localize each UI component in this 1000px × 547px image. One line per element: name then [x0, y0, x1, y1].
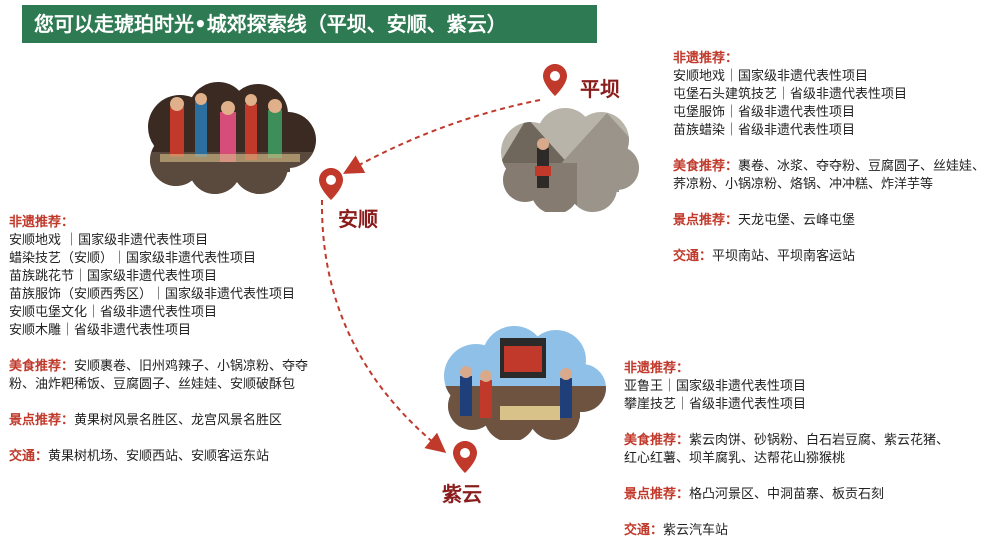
heritage-item: 苗族蜡染｜省级非遗代表性项目	[673, 123, 856, 138]
traffic-heading: 交通：	[673, 249, 713, 264]
anshun-photo	[148, 82, 316, 194]
heritage-item: 安顺地戏｜国家级非遗代表性项目	[673, 69, 869, 84]
food-text: 粉、油炸粑稀饭、豆腐圆子、丝娃娃、安顺破酥包	[9, 377, 296, 392]
heritage-item: 苗族服饰（安顺西秀区）｜国家级非遗代表性项目	[9, 287, 296, 302]
heritage-item: 蜡染技艺（安顺）｜国家级非遗代表性项目	[9, 251, 257, 266]
location-pin-icon	[453, 441, 477, 473]
pingba-photo	[501, 108, 639, 212]
scenic-heading: 景点推荐：	[673, 213, 739, 228]
scenic-text: 天龙屯堡、云峰屯堡	[738, 213, 856, 228]
heritage-heading: 非遗推荐：	[624, 361, 690, 376]
heritage-item: 苗族跳花节｜国家级非遗代表性项目	[9, 269, 218, 284]
anshun-info-panel: 非遗推荐： 安顺地戏 ｜国家级非遗代表性项目 蜡染技艺（安顺）｜国家级非遗代表性…	[9, 214, 308, 466]
food-heading: 美食推荐：	[673, 159, 739, 174]
route-arrow-pingba-to-anshun	[343, 99, 541, 174]
heritage-heading: 非遗推荐：	[9, 215, 75, 230]
place-name-anshun: 安顺	[338, 207, 378, 231]
ziyun-photo	[444, 326, 606, 440]
location-pin-icon	[319, 168, 343, 200]
heritage-item: 安顺地戏 ｜国家级非遗代表性项目	[9, 233, 209, 248]
scenic-heading: 景点推荐：	[624, 487, 690, 502]
place-name-pingba: 平坝	[580, 77, 620, 101]
ziyun-info-panel: 非遗推荐： 亚鲁王｜国家级非遗代表性项目 攀崖技艺｜省级非遗代表性项目 美食推荐…	[624, 360, 949, 540]
food-heading: 美食推荐：	[624, 433, 690, 448]
heritage-item: 安顺屯堡文化｜省级非遗代表性项目	[9, 305, 218, 320]
heritage-heading: 非遗推荐：	[673, 51, 739, 66]
food-text: 裹卷、冰浆、夺夺粉、豆腐圆子、丝娃娃、	[738, 159, 986, 174]
scenic-text: 格凸河景区、中洞苗寨、板贡石刻	[689, 487, 885, 502]
traffic-heading: 交通：	[624, 523, 664, 538]
traffic-heading: 交通：	[9, 449, 49, 464]
traffic-text: 平坝南站、平坝南客运站	[712, 249, 856, 264]
food-text: 荞凉粉、小锅凉粉、烙锅、冲冲糕、炸洋芋等	[673, 177, 934, 192]
food-text: 紫云肉饼、砂锅粉、白石岩豆腐、紫云花猪、	[689, 433, 950, 448]
heritage-item: 攀崖技艺｜省级非遗代表性项目	[624, 397, 807, 412]
scenic-text: 黄果树风景名胜区、龙宫风景名胜区	[74, 413, 283, 428]
scenic-heading: 景点推荐：	[9, 413, 75, 428]
route-arrow-anshun-to-ziyun	[320, 199, 447, 454]
heritage-item: 屯堡石头建筑技艺｜省级非遗代表性项目	[673, 87, 908, 102]
pingba-info-panel: 非遗推荐： 安顺地戏｜国家级非遗代表性项目 屯堡石头建筑技艺｜省级非遗代表性项目…	[673, 50, 985, 266]
heritage-item: 亚鲁王｜国家级非遗代表性项目	[624, 379, 807, 394]
traffic-text: 黄果树机场、安顺西站、安顺客运东站	[48, 449, 270, 464]
traffic-text: 紫云汽车站	[663, 523, 729, 538]
food-text: 安顺裹卷、旧州鸡辣子、小锅凉粉、夺夺	[74, 359, 309, 374]
heritage-item: 屯堡服饰｜省级非遗代表性项目	[673, 105, 856, 120]
heritage-item: 安顺木雕｜省级非遗代表性项目	[9, 323, 192, 338]
location-pin-icon	[543, 64, 567, 96]
food-text: 红心红薯、坝羊腐乳、达帮花山猕猴桃	[624, 451, 846, 466]
page-title: 您可以走琥珀时光•城郊探索线（平坝、安顺、紫云）	[22, 5, 597, 43]
place-name-ziyun: 紫云	[442, 482, 482, 506]
food-heading: 美食推荐：	[9, 359, 75, 374]
